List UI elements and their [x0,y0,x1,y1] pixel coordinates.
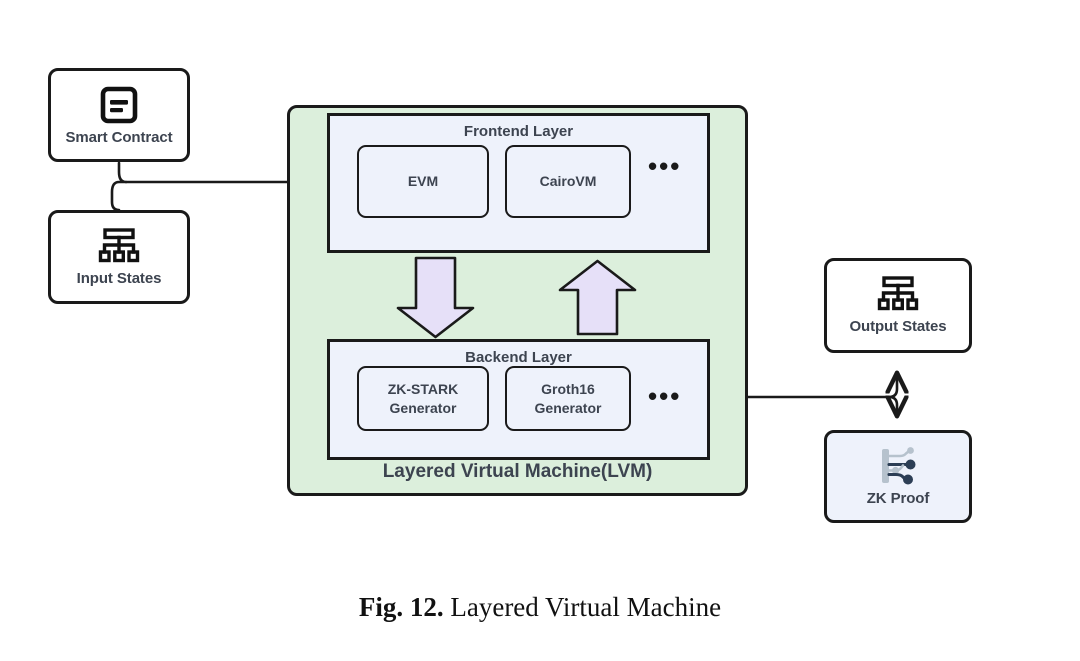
figure-caption: Fig. 12. Layered Virtual Machine [0,592,1080,623]
frontend-to-backend-arrow [396,256,475,339]
frontend-layer-title: Frontend Layer [463,123,574,140]
component-groth16-line1: Groth16 [541,380,595,397]
lvm-title: Layered Virtual Machine(LVM) [382,461,653,482]
component-groth16-generator[interactable]: Groth16 Generator [505,366,631,431]
node-output-states-label: Output States [849,318,947,335]
node-output-states[interactable]: Output States [824,258,972,353]
inputs-merge-to-lvm-arrow [110,161,315,212]
component-zk-stark-generator[interactable]: ZK-STARK Generator [357,366,489,431]
component-groth16-line2: Generator [534,399,602,416]
node-zk-proof-label: ZK Proof [866,490,930,507]
backend-to-frontend-arrow [558,259,637,336]
hierarchy-sitemap-icon [877,276,919,314]
backend-more-ellipsis: ••• [648,381,682,411]
hierarchy-sitemap-icon [98,227,140,266]
figure-caption-text: Layered Virtual Machine [450,592,722,622]
frontend-more-ellipsis: ••• [648,151,682,181]
component-zk-stark-line2: Generator [389,399,457,416]
backend-split-to-outputs-arrow [710,374,897,415]
component-evm[interactable]: EVM [357,145,489,218]
node-smart-contract[interactable]: Smart Contract [48,68,190,162]
backend-layer-title: Backend Layer [465,349,572,366]
component-cairovm[interactable]: CairoVM [505,145,631,218]
node-smart-contract-label: Smart Contract [65,128,173,146]
node-input-states[interactable]: Input States [48,210,190,304]
contract-document-icon [99,85,139,125]
component-zk-stark-line1: ZK-STARK [387,380,459,397]
figure-caption-number: Fig. 12. [358,592,444,622]
zk-circuit-icon [876,446,920,486]
node-input-states-label: Input States [76,269,162,287]
node-zk-proof[interactable]: ZK Proof [824,430,972,523]
